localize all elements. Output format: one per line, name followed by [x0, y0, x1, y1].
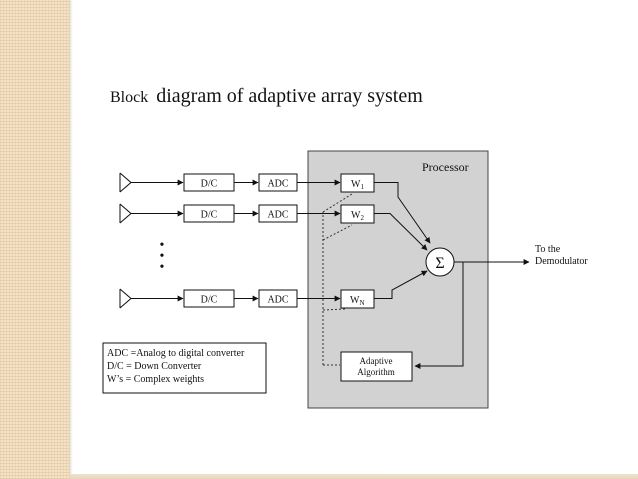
weight-label: W2	[351, 210, 364, 222]
adc-box-1: ADC	[258, 173, 298, 192]
title-prefix: Block	[110, 89, 149, 106]
dc-box-2: D/C	[183, 204, 235, 223]
feedback-to-w1	[322, 193, 353, 213]
algorithm-label-line-1: Adaptive	[360, 356, 393, 366]
sigma-symbol: Σ	[435, 255, 444, 272]
arrow-output-to-algorithm	[414, 262, 464, 369]
title-main: diagram of adaptive array system	[156, 85, 423, 107]
adc-label: ADC	[267, 210, 288, 221]
dc-label: D/C	[201, 179, 218, 190]
adc-box-2: ADC	[258, 204, 298, 223]
dc-box-1: D/C	[183, 173, 235, 192]
antenna-n	[119, 288, 132, 309]
weight-label: W1	[351, 179, 364, 191]
output-label-line-2: Demodulator	[535, 256, 588, 267]
summer-node: Σ	[425, 247, 455, 277]
arrow-w1-summer	[374, 182, 431, 244]
antenna-2	[119, 203, 132, 224]
feedback-to-w2	[322, 224, 353, 241]
adc-label: ADC	[267, 295, 288, 306]
arrow-w2-summer	[374, 213, 428, 251]
dc-label: D/C	[201, 210, 218, 221]
legend-item-dc: D/C = Down Converter	[107, 361, 202, 372]
strip-shadow	[70, 0, 73, 479]
ellipsis-dot: •	[160, 238, 165, 253]
legend-item-weights: W’s = Complex weights	[107, 374, 204, 385]
ellipsis-dot: •	[160, 260, 165, 275]
weight-box-1: W1	[340, 173, 375, 193]
arrow-wn-summer	[374, 270, 428, 299]
ellipsis-dot: •	[160, 249, 165, 264]
weight-box-2: W2	[340, 204, 375, 224]
adaptive-algorithm-block: Adaptive Algorithm	[340, 351, 413, 382]
slide-title: Block diagram of adaptive array system	[110, 73, 423, 110]
weight-box-n: WN	[340, 289, 375, 309]
adc-label: ADC	[267, 179, 288, 190]
dc-box-n: D/C	[183, 289, 235, 308]
legend-item-adc: ADC =Analog to digital converter	[107, 348, 245, 359]
processor-label: Processor	[422, 160, 469, 174]
output-label-line-1: To the	[535, 244, 561, 255]
bottom-border	[70, 474, 638, 479]
antenna-1	[119, 172, 132, 193]
weight-label: WN	[350, 295, 365, 307]
adc-box-n: ADC	[258, 289, 298, 308]
decorative-left-strip	[0, 0, 70, 479]
dc-label: D/C	[201, 295, 218, 306]
algorithm-label-line-2: Algorithm	[357, 367, 395, 377]
legend-box: ADC =Analog to digital converter D/C = D…	[102, 342, 267, 394]
